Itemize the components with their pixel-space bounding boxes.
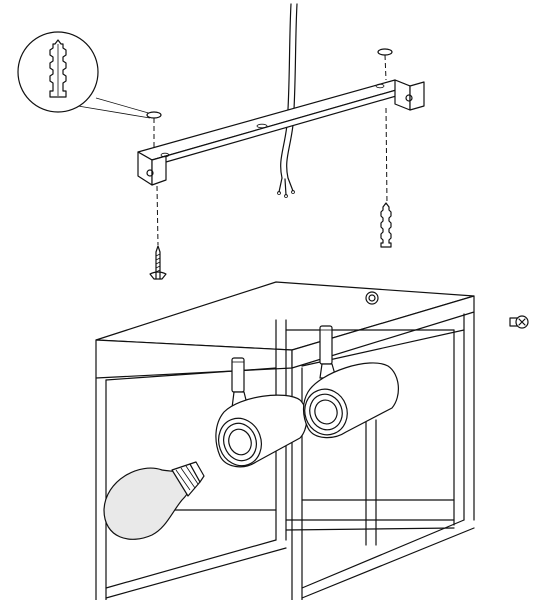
drill-hole-left <box>146 111 162 119</box>
power-cable <box>277 3 298 198</box>
spotlight-left <box>215 357 308 468</box>
center-mount-hole <box>365 291 379 305</box>
wall-plug-icon <box>49 39 67 98</box>
drill-hole-right <box>377 48 393 56</box>
alignment-line-left <box>156 185 159 246</box>
alignment-line-right-top <box>384 54 387 81</box>
fixing-screw-icon <box>509 315 529 329</box>
light-bulb <box>103 461 205 540</box>
mounting-bracket <box>137 79 425 186</box>
spotlight-right <box>302 325 399 439</box>
wall-plug-detail-callout <box>17 31 153 119</box>
bulb-base <box>171 461 205 497</box>
wall-plug-right <box>380 202 392 248</box>
screw-left <box>149 245 167 280</box>
alignment-line-right <box>385 107 388 206</box>
